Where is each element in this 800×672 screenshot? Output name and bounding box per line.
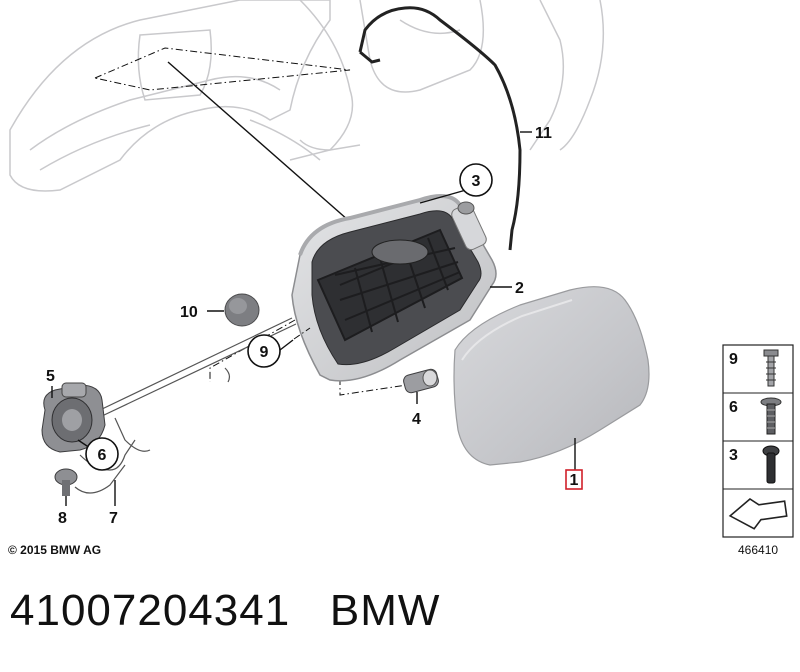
fastener-panel: 9 6 3 466410 <box>722 344 794 557</box>
fastener-9-label: 9 <box>729 351 738 368</box>
actuator-drive <box>41 382 106 453</box>
callout-1-label: 1 <box>570 472 579 489</box>
clip-part-8 <box>54 468 78 496</box>
screw-icon <box>763 349 779 387</box>
callout-10-label: 10 <box>180 304 198 321</box>
panel-arrow-icon <box>728 497 788 530</box>
callout-5-label: 5 <box>46 368 55 385</box>
callout-9: 9 <box>247 334 281 368</box>
copyright-text: © 2015 BMW AG <box>8 543 101 557</box>
callout-6: 6 <box>85 437 119 471</box>
vent-hose <box>358 6 532 251</box>
callout-3-label: 3 <box>472 173 481 190</box>
callout-6-label: 6 <box>98 447 107 464</box>
fastener-6-label: 6 <box>729 399 738 416</box>
pin-part-9 <box>279 327 311 351</box>
callout-11-label: 11 <box>535 125 552 142</box>
callout-1-highlighted: 1 <box>565 469 583 490</box>
bolt-icon <box>760 397 782 435</box>
plug-part-4 <box>403 368 439 404</box>
leader-body-to-housing <box>167 61 349 221</box>
fuel-filler-flap <box>453 286 650 470</box>
housing-latch-stub <box>451 201 487 251</box>
drawing-number: 466410 <box>738 543 778 557</box>
fastener-3-label: 3 <box>729 447 738 464</box>
part-number: 41007204341 <box>10 586 291 635</box>
stud-icon <box>762 445 780 484</box>
callout-9-label: 9 <box>260 344 269 361</box>
callout-4-label: 4 <box>412 411 421 428</box>
callout-7-label: 7 <box>109 510 118 527</box>
rubber-buffer <box>207 293 260 327</box>
callout-8-label: 8 <box>58 510 67 527</box>
callout-3: 3 <box>459 163 493 197</box>
brand-name: BMW <box>329 586 441 635</box>
car-body-outline <box>9 0 605 192</box>
part-title: 41007204341 BMW <box>10 586 440 636</box>
callout-2-label: 2 <box>515 280 524 297</box>
filler-housing <box>291 189 512 382</box>
